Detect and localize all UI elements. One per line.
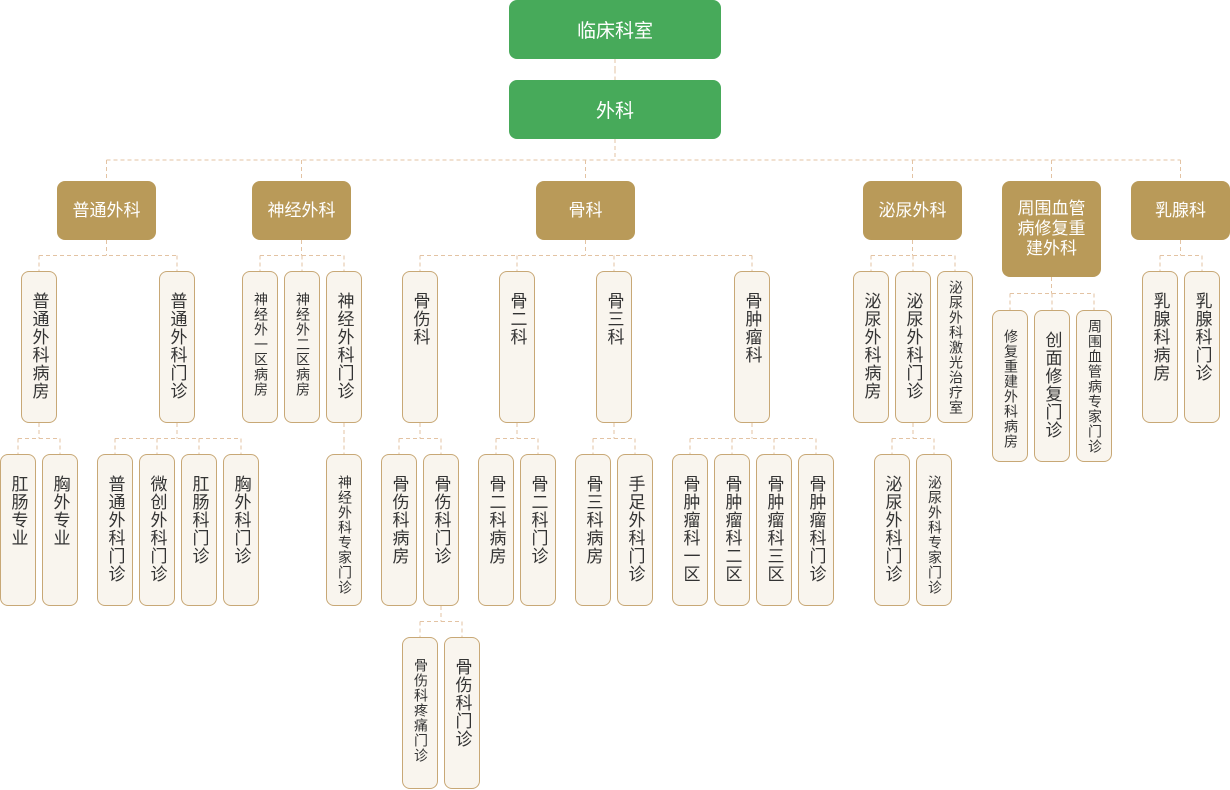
node-general-ward: 普通外科病房 [21, 271, 57, 423]
node-thoracic-specialty: 胸外专业 [42, 454, 78, 606]
node-trauma-pain-clinic: 骨伤科疼痛门诊 [402, 637, 438, 789]
node-urology-ward: 泌尿外科病房 [853, 271, 889, 423]
node-general-outpatient: 普通外科门诊 [97, 454, 133, 606]
node-clinical-departments: 临床科室 [509, 0, 721, 59]
node-ortho-2-clinic: 骨二科门诊 [520, 454, 556, 606]
node-general-surgery: 普通外科 [57, 181, 156, 240]
node-neuro-ward-2: 神经外二区病房 [284, 271, 320, 423]
node-hand-foot-clinic: 手足外科门诊 [617, 454, 653, 606]
node-surgery: 外科 [509, 80, 721, 139]
node-ortho-3-ward: 骨三科病房 [575, 454, 611, 606]
node-neurosurgery: 神经外科 [252, 181, 351, 240]
node-urology: 泌尿外科 [863, 181, 962, 240]
node-neuro-expert-clinic: 神经外科专家门诊 [326, 454, 362, 606]
node-tumor-zone-3: 骨肿瘤科三区 [756, 454, 792, 606]
node-tumor-clinic: 骨肿瘤科门诊 [798, 454, 834, 606]
node-trauma-ward: 骨伤科病房 [381, 454, 417, 606]
node-reconstruction-ward: 修复重建外科病房 [992, 310, 1028, 462]
node-minimally-invasive-clinic: 微创外科门诊 [139, 454, 175, 606]
node-ortho-3: 骨三科 [596, 271, 632, 423]
node-trauma-clinic: 骨伤科门诊 [423, 454, 459, 606]
node-wound-repair-clinic: 创面修复门诊 [1034, 310, 1070, 462]
node-tumor-zone-1: 骨肿瘤科一区 [672, 454, 708, 606]
node-vascular-surgery: 周围血管病修复重建外科 [1002, 181, 1101, 277]
node-trauma-ortho: 骨伤科 [402, 271, 438, 423]
node-breast-ward: 乳腺科病房 [1142, 271, 1178, 423]
node-ortho-2-ward: 骨二科病房 [478, 454, 514, 606]
node-trauma-clinic-2: 骨伤科门诊 [444, 637, 480, 789]
node-urology-outpatient: 泌尿外科门诊 [874, 454, 910, 606]
node-colorectal-specialty: 肛肠专业 [0, 454, 36, 606]
node-ortho-2: 骨二科 [499, 271, 535, 423]
node-breast-clinic: 乳腺科门诊 [1184, 271, 1220, 423]
node-bone-tumor: 骨肿瘤科 [734, 271, 770, 423]
node-orthopedics: 骨科 [536, 181, 635, 240]
node-anorectal-clinic: 肛肠科门诊 [181, 454, 217, 606]
node-urology-laser-room: 泌尿外科激光治疗室 [937, 271, 973, 423]
node-vascular-expert-clinic: 周围血管病专家门诊 [1076, 310, 1112, 462]
node-thoracic-clinic: 胸外科门诊 [223, 454, 259, 606]
node-general-clinic: 普通外科门诊 [159, 271, 195, 423]
node-breast-surgery: 乳腺科 [1131, 181, 1230, 240]
node-tumor-zone-2: 骨肿瘤科二区 [714, 454, 750, 606]
node-neuro-ward-1: 神经外一区病房 [242, 271, 278, 423]
node-urology-clinic: 泌尿外科门诊 [895, 271, 931, 423]
node-neuro-clinic: 神经外科门诊 [326, 271, 362, 423]
node-urology-expert-clinic: 泌尿外科专家门诊 [916, 454, 952, 606]
